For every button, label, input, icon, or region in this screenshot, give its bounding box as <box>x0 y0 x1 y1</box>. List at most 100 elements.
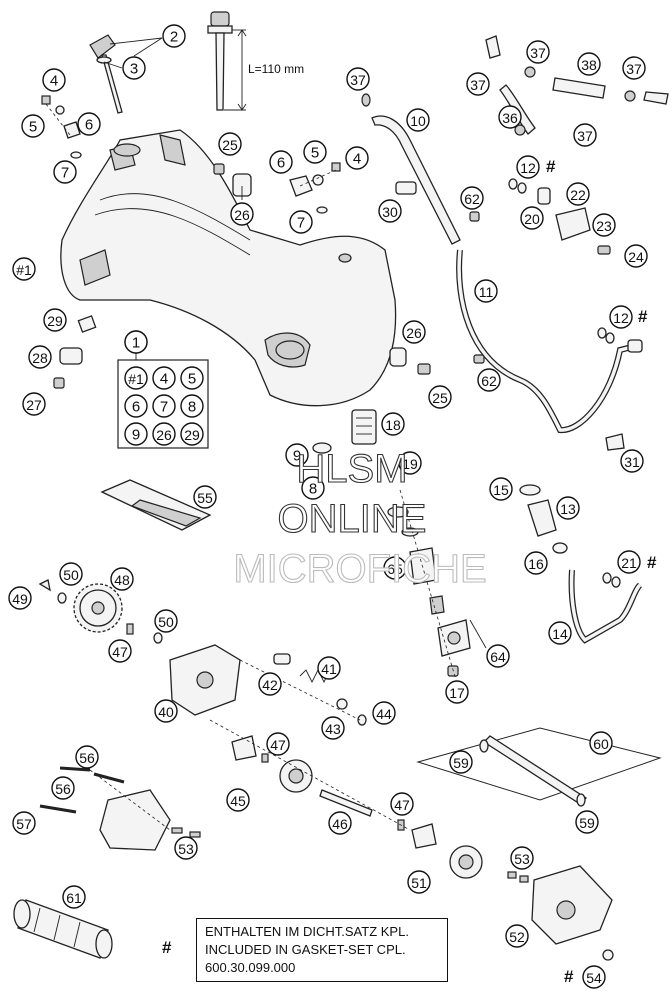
callout-37-21-label: 37 <box>470 77 486 93</box>
callout-44-60-label: 44 <box>376 706 392 722</box>
callout-9-39-label: 9 <box>293 448 301 465</box>
callout-4-2: 4 <box>42 68 66 92</box>
callout-6-8: 6 <box>269 150 293 174</box>
watermark-line-3: MICROFICHE <box>233 547 486 591</box>
callout-23-27: 23 <box>592 213 616 237</box>
callout-37-21: 37 <box>466 72 490 96</box>
banjo-fitting-left <box>41 95 82 159</box>
callout-20-26-label: 20 <box>524 211 540 227</box>
oil-screen <box>312 409 377 454</box>
callout-25-6-label: 25 <box>222 137 238 153</box>
hash-marker-54: # <box>564 967 574 986</box>
callout-59-70: 59 <box>575 810 599 834</box>
callout-47-67: 47 <box>390 792 414 816</box>
callout-36-22: 36 <box>498 105 522 129</box>
callout-7-11-label: 7 <box>297 215 305 232</box>
callout-25-6: 25 <box>218 132 242 156</box>
callout-53-72: 53 <box>510 846 534 870</box>
dipstick <box>207 11 247 111</box>
oil-tank <box>60 129 397 407</box>
callout-3-1: 3 <box>122 56 146 80</box>
callout-60-62: 60 <box>589 731 613 755</box>
callout-3-1-label: 3 <box>130 61 138 78</box>
callout-17-57-label: 17 <box>449 685 465 701</box>
scavenge-pump <box>411 823 614 961</box>
kit-item-4-label: 4 <box>160 371 168 388</box>
callout-56-65-label: 56 <box>55 781 71 797</box>
oil-hose <box>361 93 461 245</box>
callout-52-75-label: 52 <box>509 929 525 945</box>
grommet-right <box>389 347 431 375</box>
dipstick-length-label: L=110 mm <box>248 62 305 76</box>
callout-55-42-label: 55 <box>197 490 213 506</box>
callout-54-76: 54 <box>582 965 606 989</box>
callout-57-68-label: 57 <box>16 816 32 832</box>
callout-hash1-12: #1 <box>12 257 36 281</box>
kit-item-29-label: 29 <box>184 427 200 443</box>
oil-filter-cover <box>387 489 487 681</box>
callout-29-30-label: 29 <box>47 313 63 329</box>
callout-37-13: 37 <box>346 67 370 91</box>
kit-item-29: 29 <box>180 422 204 446</box>
callout-37-18-label: 37 <box>530 45 546 61</box>
callout-40-58: 40 <box>154 699 178 723</box>
callout-11-17-label: 11 <box>479 284 494 300</box>
callout-41-55-label: 41 <box>321 661 337 677</box>
callout-52-75: 52 <box>505 924 529 948</box>
callout-16-45-label: 16 <box>528 556 544 572</box>
hash-markers: # # # # <box>546 157 657 986</box>
callout-47-61-label: 47 <box>270 737 286 753</box>
kit-item-9-label: 9 <box>132 427 140 444</box>
callout-6-4: 6 <box>77 112 101 136</box>
callout-43-59: 43 <box>321 716 345 740</box>
callout-61-74-label: 61 <box>66 890 82 906</box>
callout-56-64-label: 56 <box>79 750 95 766</box>
callout-28-32-label: 28 <box>32 350 48 366</box>
oil-pump-gear <box>38 579 163 644</box>
callout-42-56: 42 <box>258 672 282 696</box>
grommet-left <box>53 315 97 389</box>
callout-65-47-label: 65 <box>387 561 403 577</box>
pump-rotor-set <box>209 719 411 831</box>
callout-27-33: 27 <box>22 392 46 416</box>
callout-29-30: 29 <box>43 308 67 332</box>
callout-31-38: 31 <box>620 449 644 473</box>
callout-56-64: 56 <box>75 745 99 769</box>
callout-27-33-label: 27 <box>26 397 42 413</box>
note-hash-marker: # <box>162 938 172 957</box>
callout-47-52: 47 <box>108 639 132 663</box>
callout-49-50-label: 49 <box>12 591 28 607</box>
kit-item-26: 26 <box>152 422 176 446</box>
callout-16-45: 16 <box>524 551 548 575</box>
callout-23-27-label: 23 <box>596 218 612 234</box>
hash-marker-21: # <box>647 553 657 572</box>
callout-4-2-label: 4 <box>50 73 58 90</box>
callout-44-60: 44 <box>372 701 396 725</box>
callout-9-39: 9 <box>285 443 309 467</box>
callout-42-56-label: 42 <box>262 677 278 693</box>
callout-25-36: 25 <box>428 385 452 409</box>
callout-36-22-label: 36 <box>502 110 518 126</box>
callout-12-24: 12 <box>516 155 540 179</box>
callout-48-49-label: 48 <box>114 572 130 588</box>
callout-15-43-label: 15 <box>493 482 509 498</box>
callout-47-67-label: 47 <box>394 797 410 813</box>
kit-item-5-label: 5 <box>188 371 196 388</box>
kit-item-7: 7 <box>152 394 176 418</box>
callout-13-44-label: 13 <box>560 501 576 517</box>
callout-12-24-label: 12 <box>520 160 536 176</box>
callout-7-5: 7 <box>53 160 77 184</box>
callout-30-15-label: 30 <box>382 204 398 220</box>
callout-18-37: 18 <box>381 412 405 436</box>
grommet-upper <box>213 163 252 200</box>
kit-item-8-label: 8 <box>188 399 196 416</box>
callout-25-36-label: 25 <box>432 390 448 406</box>
oil-pump-housing <box>169 644 367 726</box>
callout-40-58-label: 40 <box>158 704 174 720</box>
callout-14-53-label: 14 <box>552 626 568 642</box>
callout-47-52-label: 47 <box>112 644 128 660</box>
callout-46-69-label: 46 <box>332 816 348 832</box>
watermark-line-1: HLSM <box>296 447 407 491</box>
callout-62-16-label: 62 <box>464 191 480 207</box>
